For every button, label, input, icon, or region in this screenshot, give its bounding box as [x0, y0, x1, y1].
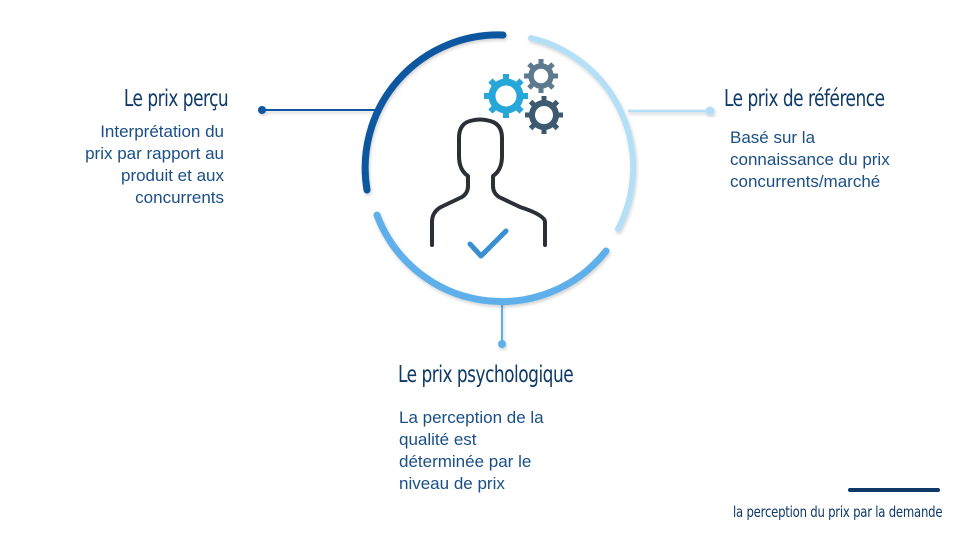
arc-light-blue: [528, 35, 637, 232]
description-line: déterminée par le: [399, 452, 532, 471]
checkmark-icon: [467, 228, 509, 259]
description-line: connaissance du prix: [730, 150, 890, 169]
node-bottom-description: La perception de la qualité est détermin…: [399, 407, 599, 495]
description-line: niveau de prix: [399, 474, 505, 493]
description-line: concurrents/marché: [730, 172, 881, 191]
gear-cyan-icon: [484, 74, 528, 118]
connector-left: [258, 106, 378, 114]
connector-bottom: [498, 298, 506, 348]
node-right-description: Basé sur la connaissance du prix concurr…: [730, 127, 930, 193]
description-line: concurrents: [135, 188, 224, 207]
node-left-title: Le prix perçu: [123, 86, 229, 112]
person-icon: [430, 117, 547, 247]
node-bottom-title: Le prix psychologique: [398, 362, 574, 388]
description-line: qualité est: [399, 430, 477, 449]
footer-accent-bar: [848, 488, 940, 492]
arc-dark-blue: [361, 31, 507, 194]
description-line: Basé sur la: [730, 128, 816, 147]
node-left-description: Interprétation du prix par rapport au pr…: [24, 121, 224, 209]
ring: [361, 31, 637, 306]
node-right-title: Le prix de référence: [724, 86, 885, 112]
connector-right: [628, 106, 715, 116]
gear-gray-icon: [524, 59, 558, 93]
arc-medium-blue: [373, 211, 610, 306]
gear-slate-icon: [525, 96, 563, 134]
gears-icon: [484, 59, 563, 134]
footer-caption: la perception du prix par la demande: [732, 503, 943, 521]
description-line: produit et aux: [120, 166, 224, 185]
description-line: La perception de la: [399, 408, 544, 427]
description-line: prix par rapport au: [85, 144, 224, 163]
description-line: Interprétation du: [100, 122, 224, 141]
